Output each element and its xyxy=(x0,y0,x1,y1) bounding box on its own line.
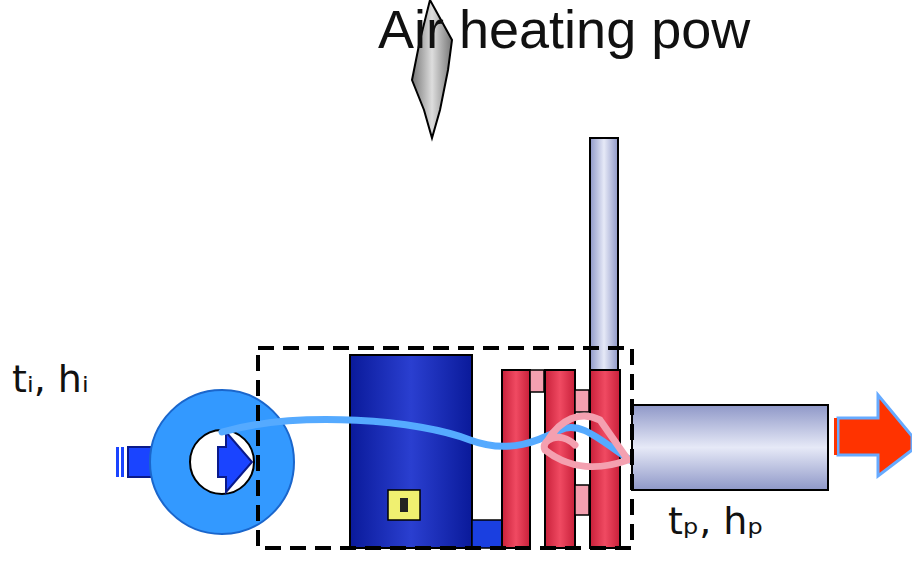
state-label: tₚ, hₚ xyxy=(668,502,764,540)
chimney xyxy=(590,138,618,370)
motor xyxy=(350,355,472,548)
outlet-arrow xyxy=(834,395,912,476)
system-boundary xyxy=(258,348,632,548)
flue-flow xyxy=(544,416,628,466)
state-label: tᵢ, hᵢ xyxy=(12,360,89,398)
outlet-duct xyxy=(632,405,828,490)
slide-title: Air heating pow xyxy=(378,2,750,56)
fan xyxy=(150,390,294,534)
